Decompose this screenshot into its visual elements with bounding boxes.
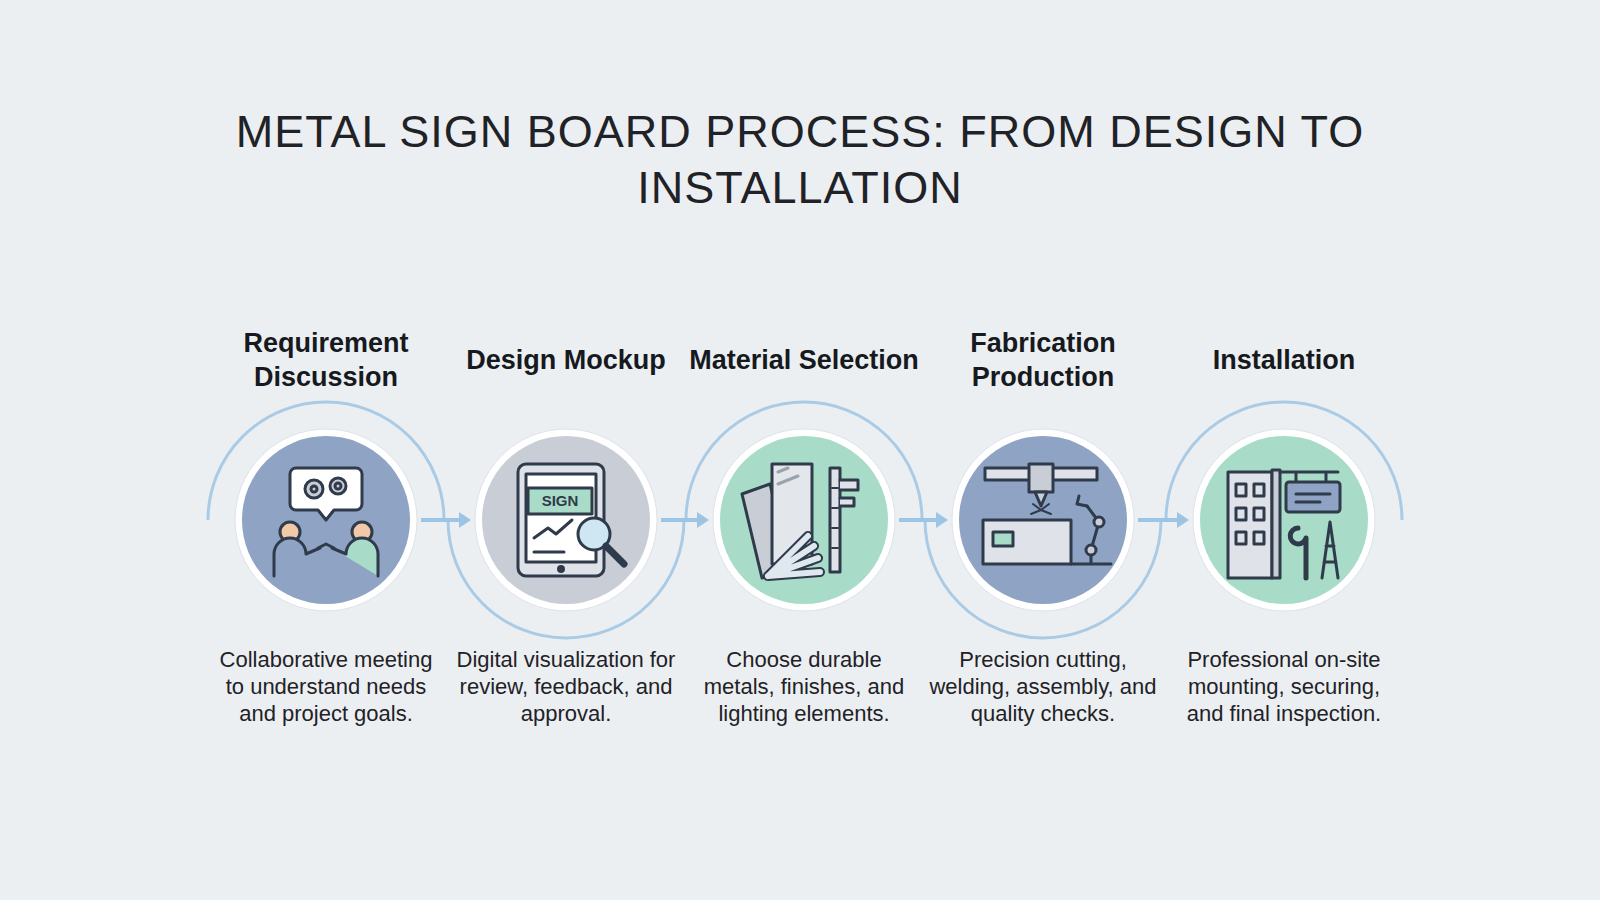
stage-description: Choose durable metals, finishes, and lig…: [689, 646, 919, 727]
circle-shape: [234, 428, 418, 612]
stage-circle: Design MockupDigital visualization for r…: [474, 428, 658, 612]
stage-description: Professional on-site mounting, securing,…: [1169, 646, 1399, 727]
stage-icon: [274, 468, 378, 576]
sign-label: SIGN: [528, 488, 592, 514]
circle-shape: [712, 428, 896, 612]
circle-shape: [1192, 428, 1376, 612]
stage-description: Collaborative meeting to understand need…: [211, 646, 441, 727]
stage-heading: Fabrication Production: [918, 326, 1168, 394]
circle-shape: [951, 428, 1135, 612]
stage-heading: Installation: [1213, 343, 1356, 377]
stage-description: Digital visualization for review, feedba…: [451, 646, 681, 727]
stage-heading: Design Mockup: [466, 343, 666, 377]
stage-icon: [742, 464, 858, 578]
flow-arrow: [661, 512, 709, 528]
stage-circle: Fabrication ProductionPrecision cutting,…: [951, 428, 1135, 612]
stage-circle: Requirement DiscussionCollaborative meet…: [234, 428, 418, 612]
stage-circle: InstallationProfessional on-site mountin…: [1192, 428, 1376, 612]
diagram-title: METAL SIGN BOARD PROCESS: FROM DESIGN TO…: [200, 104, 1400, 216]
stage-heading: Material Selection: [689, 343, 919, 377]
stage-icon: [983, 464, 1111, 564]
circle-shape: [474, 428, 658, 612]
stage-heading: Requirement Discussion: [201, 326, 451, 394]
stage-icon: [1228, 470, 1340, 578]
stage-icon: [518, 464, 624, 576]
stage-description: Precision cutting, welding, assembly, an…: [928, 646, 1158, 727]
flow-arrow: [1138, 512, 1189, 528]
flow-arrow: [421, 512, 471, 528]
flow-arrow: [899, 512, 948, 528]
stage-circle: Material SelectionChoose durable metals,…: [712, 428, 896, 612]
